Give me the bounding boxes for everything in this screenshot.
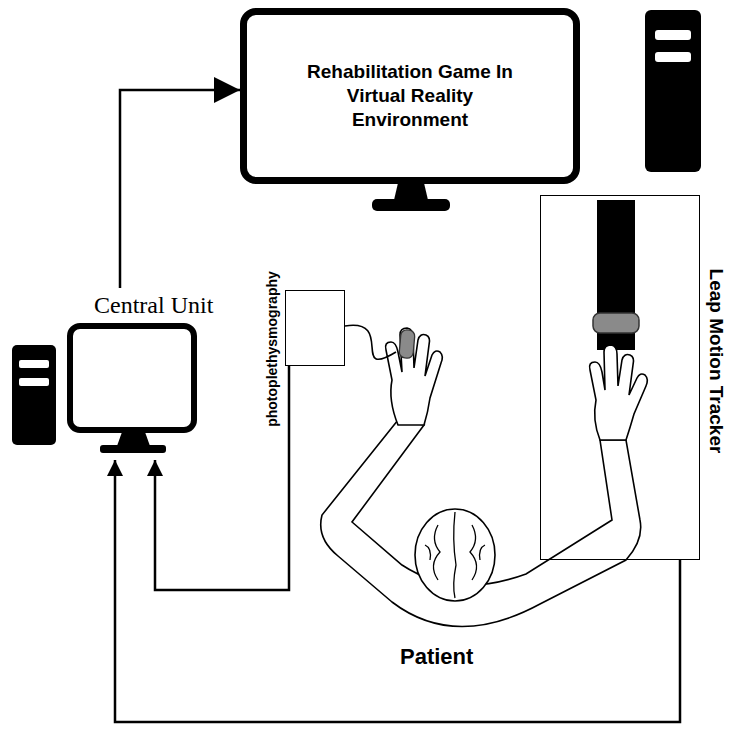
node-text: photoplethysmography <box>264 271 282 427</box>
finger-sensor <box>399 329 415 358</box>
monitor-base <box>100 445 166 453</box>
node-text: Central Unit <box>62 288 252 320</box>
drive-slot <box>19 360 49 368</box>
patient-figure <box>321 328 648 627</box>
node-text: Leap Motion Tracker <box>704 269 728 454</box>
game-monitor-screen: Rehabilitation Game In Virtual Reality E… <box>240 8 580 184</box>
pc-tower <box>645 10 701 172</box>
drive-slot <box>655 52 691 62</box>
leap-motion-tray: Leap Motion Tracker <box>540 195 700 560</box>
figure-label: Patient <box>400 644 473 670</box>
drive-slot <box>19 378 49 386</box>
central-unit: Central Unit <box>62 288 252 460</box>
pc-tower <box>12 345 56 445</box>
leap-sensor <box>593 313 639 333</box>
monitor-stand <box>394 183 428 200</box>
signal-arrow <box>115 460 680 722</box>
drive-slot <box>655 30 691 40</box>
monitor-stand <box>117 432 150 446</box>
node-text: Rehabilitation Game In Virtual Reality E… <box>290 60 530 131</box>
ppg-device-box: photoplethysmography <box>285 290 345 366</box>
central-monitor <box>70 326 194 430</box>
signal-arrow <box>120 90 240 288</box>
sensor-cable <box>345 325 396 359</box>
monitor-base <box>372 199 450 211</box>
brain-lines <box>425 512 485 598</box>
